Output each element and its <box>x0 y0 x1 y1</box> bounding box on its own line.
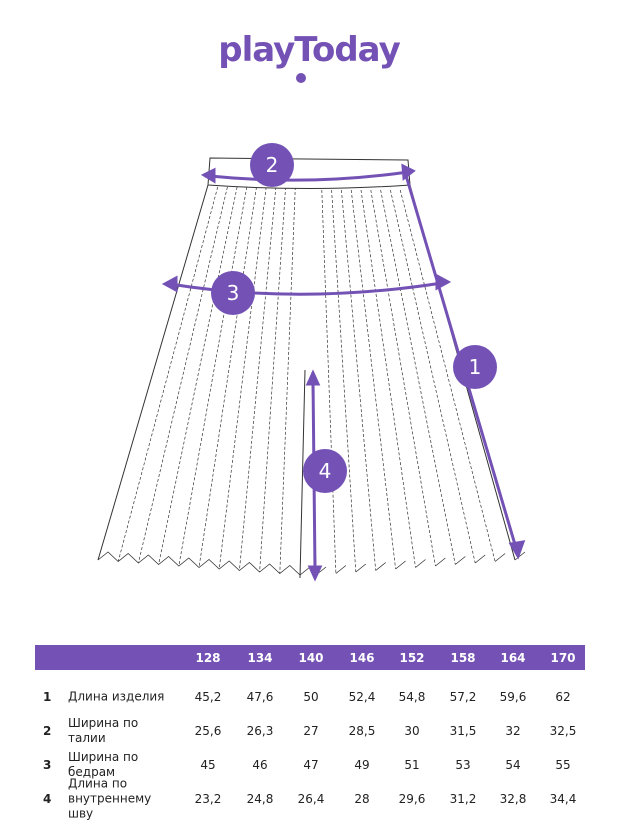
table-cell: 32,8 <box>499 792 527 806</box>
table-row: 1 Длина изделия 45,2 47,6 50 52,4 54,8 57,2 59,6… <box>35 680 585 714</box>
arrowhead <box>307 565 323 582</box>
table-cell: 28 <box>354 792 370 806</box>
measure-line-3 <box>169 281 443 296</box>
marker-1: 1 <box>453 345 497 389</box>
table-row: 3 Ширина по бедрам 45 46 47 49 51 53 54 55 <box>35 748 585 782</box>
table-cell: 45,2 <box>194 690 222 704</box>
table-row: 2 Ширина по талии 25,6 26,3 27 28,5 30 31,5 32 32… <box>35 714 585 748</box>
table-cell: 47 <box>303 758 319 772</box>
table-header: 128 134 140 146 152 158 164 170 <box>35 645 585 670</box>
row-number: 1 <box>43 690 52 704</box>
table-cell: 34,4 <box>549 792 577 806</box>
row-label: Ширина по талии <box>68 716 139 745</box>
size-header: 164 <box>500 651 526 665</box>
size-header: 152 <box>399 651 425 665</box>
table-cell: 55 <box>555 758 571 772</box>
table-cell: 29,6 <box>398 792 426 806</box>
table-cell: 30 <box>404 724 420 738</box>
size-header: 158 <box>450 651 476 665</box>
row-number: 3 <box>43 758 52 772</box>
svg-text:1: 1 <box>469 355 482 379</box>
garment-outline <box>97 184 516 579</box>
table-cell: 52,4 <box>348 690 376 704</box>
arrowhead <box>161 275 178 293</box>
table-cell: 27 <box>303 724 319 738</box>
logo-dot <box>296 73 306 83</box>
size-header: 134 <box>247 651 273 665</box>
table-cell: 57,2 <box>449 690 477 704</box>
row-label: Ширина по бедрам <box>68 750 139 779</box>
table-cell: 51 <box>404 758 420 772</box>
row-number: 2 <box>43 724 52 738</box>
table-cell: 49 <box>354 758 370 772</box>
table-cell: 26,3 <box>246 724 274 738</box>
arrowhead <box>305 369 321 386</box>
table-cell: 31,5 <box>449 724 477 738</box>
svg-text:2: 2 <box>266 153 279 177</box>
culottes-diagram: 2 3 1 4 <box>97 143 526 582</box>
waistband <box>207 157 411 189</box>
table-cell: 54 <box>505 758 521 772</box>
table-cell: 45 <box>200 758 216 772</box>
table-cell: 59,6 <box>499 690 527 704</box>
size-header: 140 <box>298 651 324 665</box>
arrowhead <box>200 167 216 184</box>
size-table: 128 134 140 146 152 158 164 170 1 Длина изделия 4… <box>35 645 585 821</box>
marker-4: 4 <box>303 449 347 493</box>
size-header: 170 <box>550 651 576 665</box>
table-cell: 50 <box>303 690 319 704</box>
table-cell: 62 <box>555 690 571 704</box>
table-cell: 32 <box>505 724 521 738</box>
svg-text:4: 4 <box>319 459 332 483</box>
table-cell: 24,8 <box>246 792 274 806</box>
table-cell: 54,8 <box>398 690 426 704</box>
table-cell: 23,2 <box>194 792 222 806</box>
marker-3: 3 <box>211 271 255 315</box>
table-cell: 31,2 <box>449 792 477 806</box>
marker-2: 2 <box>250 143 294 187</box>
brand-logo: playToday <box>218 30 401 70</box>
pleat-lines <box>117 186 496 574</box>
size-header: 146 <box>349 651 375 665</box>
table-cell: 47,6 <box>246 690 274 704</box>
table-cell: 28,5 <box>348 724 376 738</box>
table-cell: 25,6 <box>194 724 222 738</box>
row-label: Длина по внутреннему шву <box>68 776 152 821</box>
measure-line-2 <box>209 170 409 182</box>
table-cell: 53 <box>455 758 471 772</box>
arrowhead <box>508 540 526 560</box>
row-label: Длина изделия <box>68 689 165 704</box>
size-header: 128 <box>195 651 221 665</box>
arrowhead <box>401 163 416 181</box>
table-cell: 32,5 <box>549 724 577 738</box>
svg-text:3: 3 <box>227 281 240 305</box>
table-cell: 46 <box>252 758 268 772</box>
hem-zigzag <box>97 551 526 576</box>
table-cell: 26,4 <box>297 792 325 806</box>
row-number: 4 <box>43 792 52 806</box>
table-row: 4 Длина по внутреннему шву 23,2 24,8 26,4 28 2… <box>35 777 585 821</box>
